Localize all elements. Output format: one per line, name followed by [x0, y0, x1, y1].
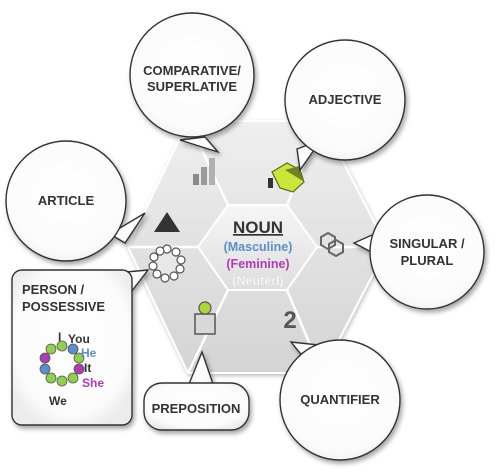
comparative-label-2: SUPERLATIVE — [147, 79, 237, 94]
person-label-2: POSSESSIVE — [22, 299, 105, 314]
masculine-label: (Masculine) — [224, 240, 293, 254]
box-with-dot-icon — [194, 301, 216, 335]
shape-icon — [268, 162, 305, 193]
noun-title: NOUN — [233, 218, 283, 237]
bar-chart-icon — [193, 158, 215, 185]
neuter-label: (Neuterl) — [232, 274, 283, 288]
pronoun-he: He — [81, 346, 97, 360]
overlapping-hexagons-icon — [320, 231, 344, 258]
bubble-preposition — [143, 350, 250, 431]
bubble-singular-plural — [352, 194, 485, 310]
pronoun-you: You — [68, 332, 90, 346]
ring-of-circles-icon — [148, 244, 186, 283]
quantifier-number: 2 — [283, 307, 296, 334]
center-hexagon — [196, 204, 319, 291]
comparative-label-1: COMPARATIVE/ — [143, 63, 241, 78]
bubble-quantifier — [279, 339, 401, 461]
pronoun-it: It — [84, 361, 91, 375]
pronoun-ring-icon — [39, 340, 85, 387]
singular-plural-label-1: SINGULAR / — [389, 236, 465, 251]
pronoun-we: We — [49, 394, 67, 408]
adjective-label: ADJECTIVE — [309, 92, 382, 107]
singular-plural-label-2: PLURAL — [401, 253, 454, 268]
triangle-icon — [154, 212, 180, 232]
pronoun-she: She — [82, 376, 104, 390]
feminine-label: (Feminine) — [226, 257, 289, 271]
preposition-label: PREPOSITION — [152, 401, 241, 416]
pronoun-i: I — [58, 330, 61, 344]
bubble-adjective — [284, 39, 406, 172]
article-label: ARTICLE — [38, 193, 95, 208]
person-label-1: PERSON / — [22, 282, 85, 297]
quantifier-label: QUANTIFIER — [300, 392, 380, 407]
bubble-article — [5, 140, 146, 262]
bubble-comparative — [129, 12, 255, 154]
